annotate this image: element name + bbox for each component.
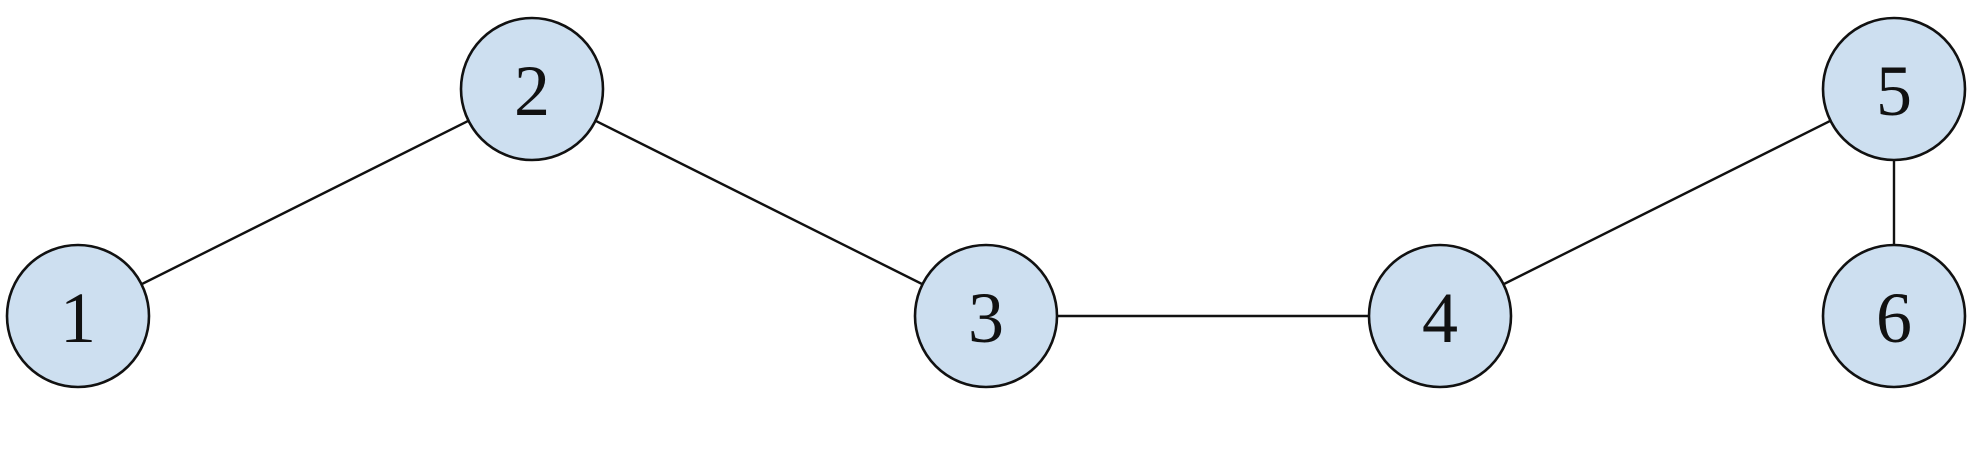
node-4: 4 (1367, 243, 1513, 389)
node-circle (459, 16, 605, 162)
node-label: 6 (1876, 278, 1912, 358)
edge-2-3 (531, 87, 987, 318)
node-circle (1821, 16, 1967, 162)
node-3: 3 (913, 243, 1059, 389)
node-label: 4 (1422, 278, 1458, 358)
node-1: 1 (5, 243, 151, 389)
node-label: 2 (514, 51, 550, 131)
node-2: 2 (459, 16, 605, 162)
node-label: 3 (968, 278, 1004, 358)
edges-layer (77, 87, 1896, 318)
node-label: 1 (60, 278, 96, 358)
node-circle (913, 243, 1059, 389)
node-label: 5 (1876, 51, 1912, 131)
node-circle (5, 243, 151, 389)
node-5: 5 (1821, 16, 1967, 162)
node-circle (1367, 243, 1513, 389)
node-circle (1821, 243, 1967, 389)
node-6: 6 (1821, 243, 1967, 389)
edge-4-5 (1439, 87, 1895, 318)
edge-1-2 (77, 87, 533, 318)
nodes-layer: 1 2 3 4 5 6 (5, 16, 1967, 389)
